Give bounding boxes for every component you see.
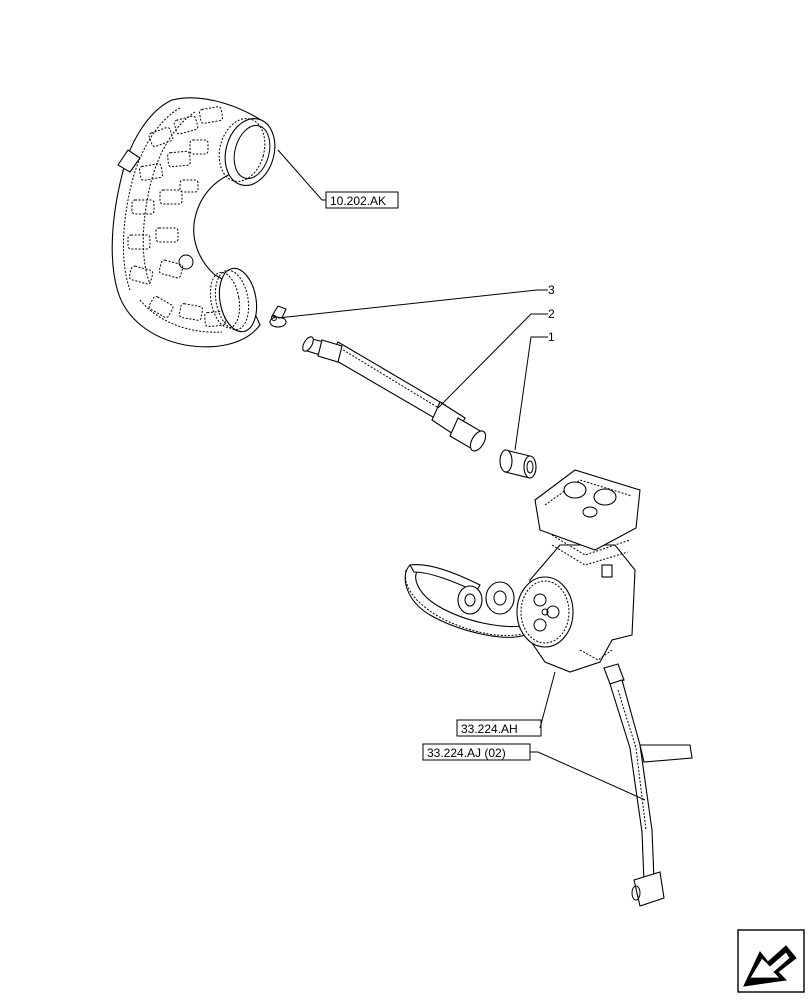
intake-hose-elbow [111,97,276,348]
callout-item-2: 2 [548,307,555,321]
reference-compressor-label: 33.224.AH [461,722,518,736]
reference-drain-pipe-label: 33.224.AJ (02) [427,746,506,760]
reference-box-drain-pipe[interactable]: 33.224.AJ (02) [422,743,531,761]
item-2-hose-assembly [302,336,487,452]
callout-item-1: 1 [548,330,555,344]
next-page-arrow-icon[interactable] [737,929,805,993]
air-compressor-assembly [404,469,641,673]
reference-box-intake-hose[interactable]: 10.202.AK [325,191,399,209]
item-3-hose-clamp [269,305,287,328]
reference-intake-hose-label: 10.202.AK [330,194,386,208]
leader-lines [277,149,646,801]
reference-box-compressor[interactable]: 33.224.AH [456,719,542,737]
drain-pipe-assembly [603,663,693,907]
callout-item-3: 3 [548,283,555,297]
item-1-adapter-fitting [499,449,537,479]
